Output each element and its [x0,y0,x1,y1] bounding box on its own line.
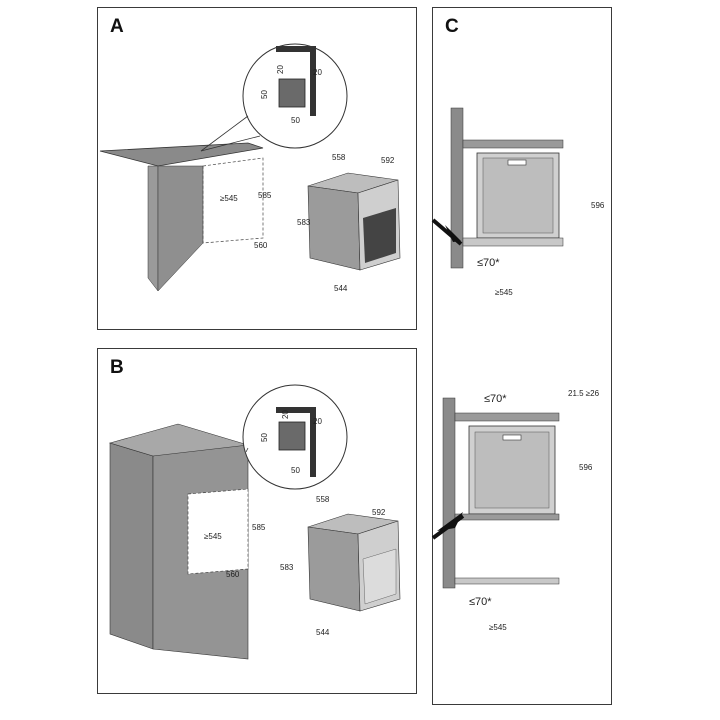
detail-dim-50-bottom: 50 [291,116,300,125]
cabinet-front [157,165,204,292]
detail-dim-50-bottom: 50 [291,466,300,475]
panel-c-side-sections: C 596 ≤70* ≥545 ≤70* 21.5 ≥26 596 ≤70* ≥… [431,7,612,705]
bottom-dim-70: ≤70* [469,596,492,608]
cab-dim-545: ≥545 [204,532,222,541]
bottom-dim-545: ≥545 [489,623,507,632]
detail-dim-50-side: 50 [260,433,269,442]
top-dim-70: ≤70* [477,257,500,269]
panel-b-drawing: 20 20 50 50 ≥545 585 560 558 592 583 544 [108,384,401,660]
oven-handle [507,159,527,166]
oven-handle [502,434,522,441]
detail-cutout [278,78,306,108]
detail-side-bar [310,46,316,116]
cab-dim-545: ≥545 [220,194,238,203]
oven-dim-583: 583 [280,563,294,572]
detail-dim-20-side: 20 [313,68,322,77]
bottom-dim-gap: 21.5 ≥26 [568,389,600,398]
shelf-bottom [454,513,560,521]
panel-a-undercounter-installation: A 20 20 50 50 ≥545 585 560 558 592 583 5… [97,7,417,330]
arrow [437,512,463,531]
panel-b-column-installation: B 20 20 50 50 ≥545 585 560 558 592 583 5… [97,348,417,694]
wall [450,107,464,269]
oven-dim-544: 544 [334,284,348,293]
cab-dim-560: 560 [254,241,268,250]
bottom-dim-70-top: ≤70* [484,393,507,405]
panel-b-label: B [110,357,124,378]
detail-dim-20-top: 20 [276,65,285,74]
arrow [445,225,461,242]
cab-dim-585: 585 [252,523,266,532]
detail-top-bar [276,46,316,52]
detail-dim-50-side: 50 [260,90,269,99]
detail-side-bar [310,407,316,477]
oven-dim-583: 583 [297,218,311,227]
oven-dim-558: 558 [316,495,330,504]
oven-door-glass [362,548,397,605]
oven-dim-544: 544 [316,628,330,637]
cabinet-side [147,165,159,292]
cabinet-cavity [202,157,264,244]
panel-a-label: A [110,16,124,37]
shelf-top [454,412,560,422]
oven-dim-592: 592 [372,508,386,517]
oven-dim-558: 558 [332,153,346,162]
cab-dim-560: 560 [226,570,240,579]
oven-side [307,526,361,612]
bottom-dim-596: 596 [579,463,593,472]
countertop [462,139,564,149]
column-side [109,442,154,650]
top-dim-545: ≥545 [495,288,513,297]
detail-dim-20-top: 20 [281,410,290,419]
oven-door-glass [363,208,396,263]
column-cavity [187,488,249,575]
wall [442,397,456,589]
detail-dim-20-side: 20 [313,417,322,426]
detail-cutout [278,421,306,451]
detail-top-bar [276,407,316,413]
cab-dim-585: 585 [258,191,272,200]
top-dim-596: 596 [591,201,605,210]
panel-c-label: C [445,16,459,37]
oven-side [307,185,361,271]
panel-c-drawing: 596 ≤70* ≥545 ≤70* 21.5 ≥26 596 ≤70* ≥54… [431,107,605,632]
panel-a-drawing: 20 20 50 50 ≥545 585 560 558 592 583 544 [99,43,401,293]
countertop [99,142,264,167]
oven-dim-592: 592 [381,156,395,165]
